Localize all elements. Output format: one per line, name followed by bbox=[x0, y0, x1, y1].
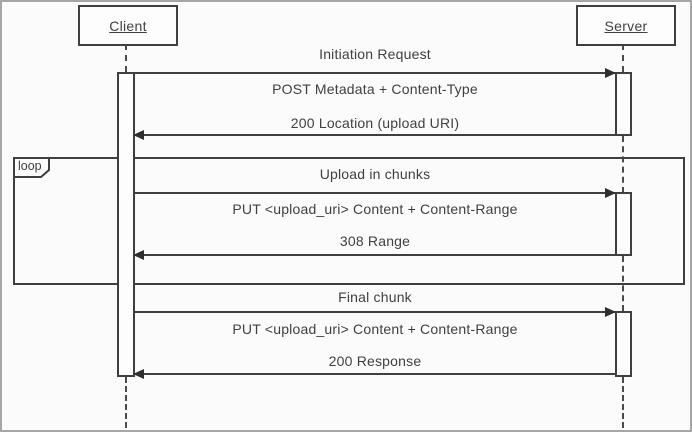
loop-fragment-frame bbox=[13, 157, 685, 285]
arrowhead-left-icon bbox=[133, 130, 144, 140]
section-title-upload-chunks: Upload in chunks bbox=[319, 166, 431, 182]
request-message-label-3: PUT <upload_uri> Content + Content-Range bbox=[232, 321, 518, 337]
loop-operator-tab bbox=[13, 157, 50, 178]
request-message-label-1: POST Metadata + Content-Type bbox=[272, 81, 478, 97]
section-title-final-chunk: Final chunk bbox=[338, 289, 412, 305]
server-actor-label: Server bbox=[604, 17, 648, 34]
client-activation-bar bbox=[117, 72, 135, 377]
arrowhead-right-icon bbox=[605, 307, 616, 317]
client-actor-label: Client bbox=[109, 17, 147, 34]
request-message-label-2: PUT <upload_uri> Content + Content-Range bbox=[232, 201, 518, 217]
section-title-initiation: Initiation Request bbox=[319, 46, 431, 62]
message-line-response-2 bbox=[135, 254, 615, 256]
server-actor-box: Server bbox=[576, 5, 676, 46]
server-lifeline-segment bbox=[622, 136, 624, 193]
server-activation-bar-3 bbox=[615, 311, 632, 377]
message-line-response-1 bbox=[135, 134, 615, 136]
response-message-label-3: 200 Response bbox=[328, 353, 422, 369]
server-activation-bar-2 bbox=[615, 192, 632, 256]
loop-operator-label: loop bbox=[18, 159, 42, 173]
message-line-response-3 bbox=[135, 373, 615, 375]
arrowhead-left-icon bbox=[133, 250, 144, 260]
client-actor-box: Client bbox=[78, 5, 178, 46]
message-line-request-2 bbox=[135, 192, 615, 194]
server-lifeline-segment bbox=[622, 44, 624, 72]
arrowhead-left-icon bbox=[133, 369, 144, 379]
message-line-request-3 bbox=[135, 311, 615, 313]
server-activation-bar-1 bbox=[615, 72, 632, 136]
response-message-label-1: 200 Location (upload URI) bbox=[290, 115, 460, 131]
client-lifeline-segment bbox=[125, 44, 127, 72]
client-lifeline-segment bbox=[125, 377, 127, 428]
arrowhead-right-icon bbox=[605, 68, 616, 78]
message-line-request-1 bbox=[135, 72, 615, 74]
arrowhead-right-icon bbox=[605, 188, 616, 198]
response-message-label-2: 308 Range bbox=[339, 233, 411, 249]
server-lifeline-segment bbox=[622, 377, 624, 428]
